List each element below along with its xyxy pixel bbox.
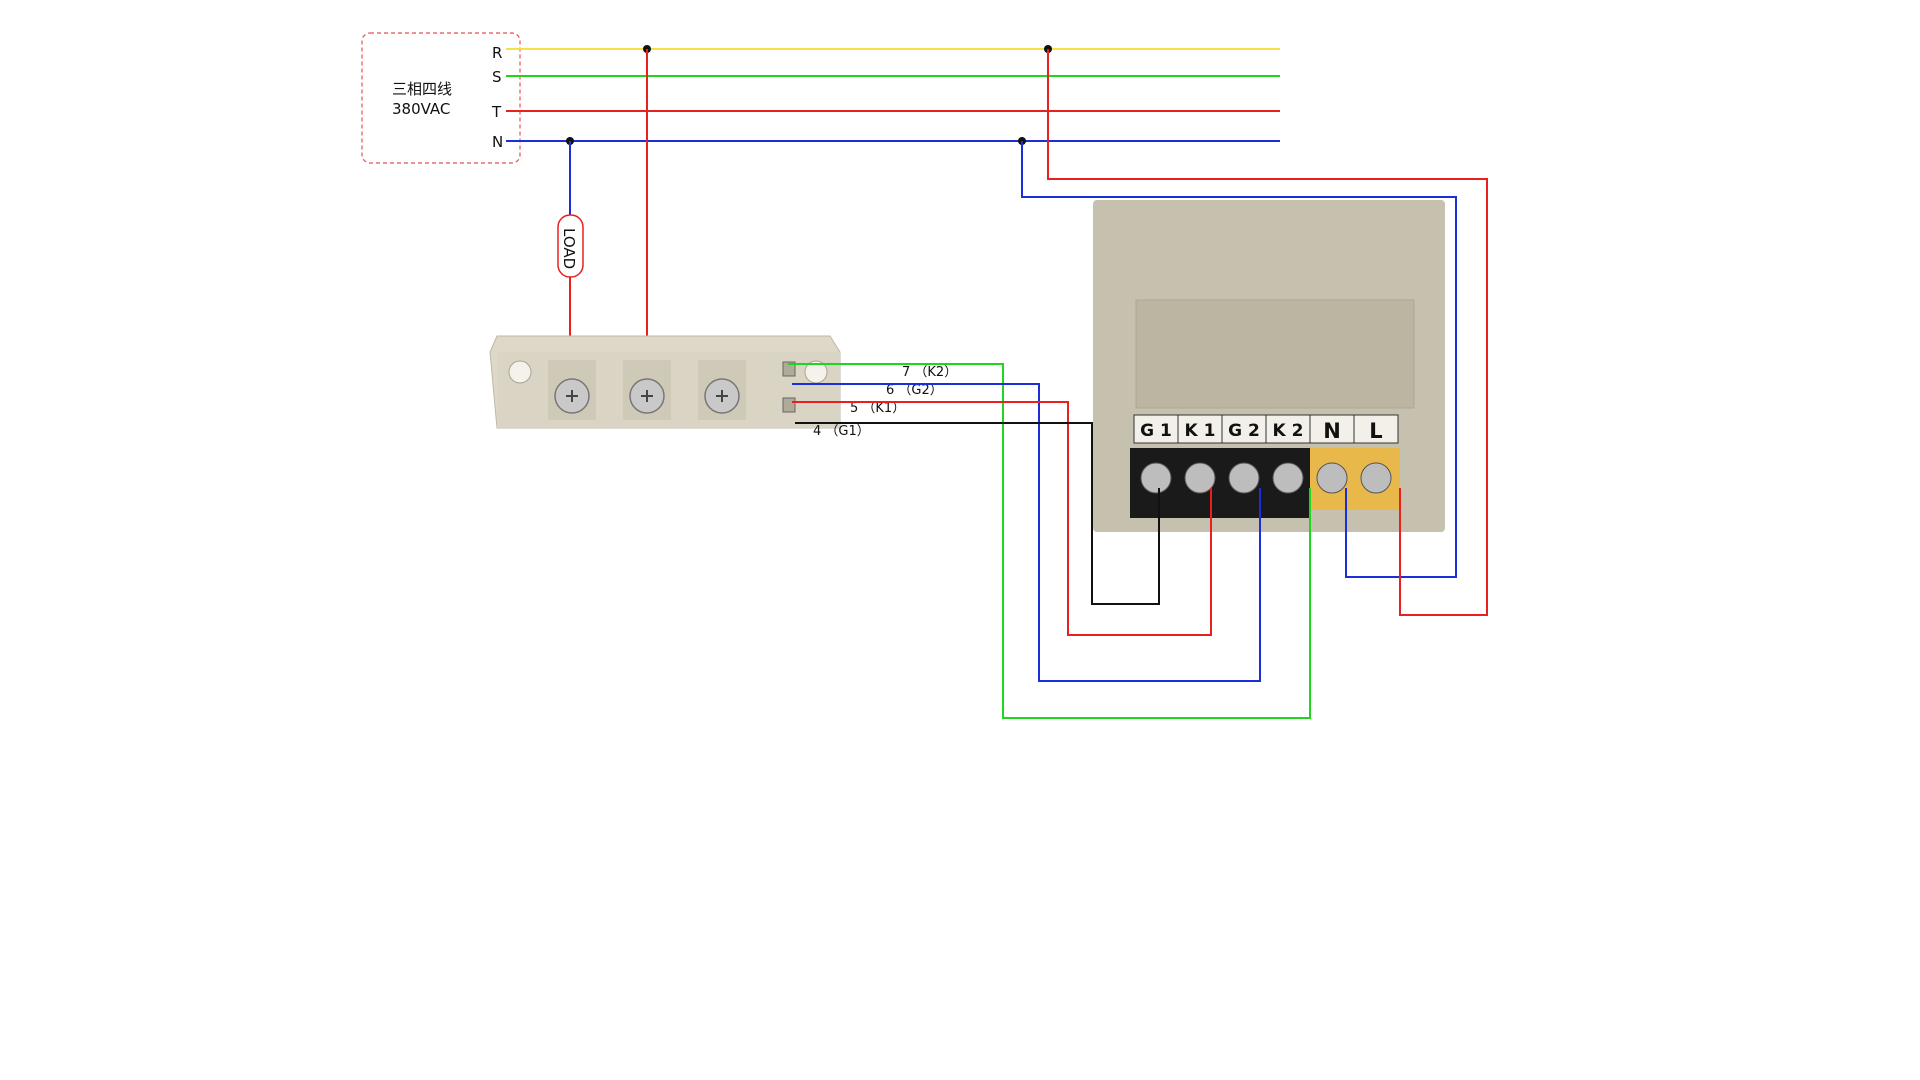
wire-l-supply [1047,49,1488,616]
load-box: LOAD [557,214,584,278]
terminal-screw-icon [1360,462,1392,494]
wire-label-k1: 5 （K1） [850,401,905,416]
wire-label-g1: 4 （G1） [813,424,870,439]
thyristor-module [489,335,841,429]
terminal-label-g2: G 2 [1228,421,1260,441]
supply-box: 三相四线 380VAC R S T N [361,32,521,164]
supply-line2: 380VAC [392,100,450,118]
terminal-label-k2: K 2 [1273,421,1304,441]
gate-connector [782,397,796,413]
terminal-screw-icon [1140,462,1172,494]
controller-unit: G 1 K 1 G 2 K 2 N L [1093,200,1445,532]
supply-line1: 三相四线 [392,80,452,98]
wire-n-supply [1021,141,1457,578]
wire-label-g2: 6 （G2） [886,383,943,398]
terminal-screw-icon [1316,462,1348,494]
phase-s-label: S [492,68,502,86]
wire-label-k2: 7 （K2） [902,365,957,380]
terminal-label-g1: G 1 [1140,421,1172,441]
terminal-label-l: L [1369,419,1382,443]
terminal-screw-icon [1228,462,1260,494]
phase-t-label: T [491,103,502,121]
terminal-screw-icon [1272,462,1304,494]
wire-k1-red [792,401,1212,636]
phase-n-label: N [492,133,503,151]
wire-g2-blue [792,383,1261,682]
mount-hole [508,360,532,384]
load-label: LOAD [560,228,578,269]
terminal-label-n: N [1323,419,1341,443]
gate-connector [782,361,796,377]
phase-r-label: R [492,44,502,62]
terminal-label-k1: K 1 [1185,421,1216,441]
terminal-screw-icon [1184,462,1216,494]
wire-k2-green [788,363,1311,719]
wire-g1-black [795,422,1160,605]
